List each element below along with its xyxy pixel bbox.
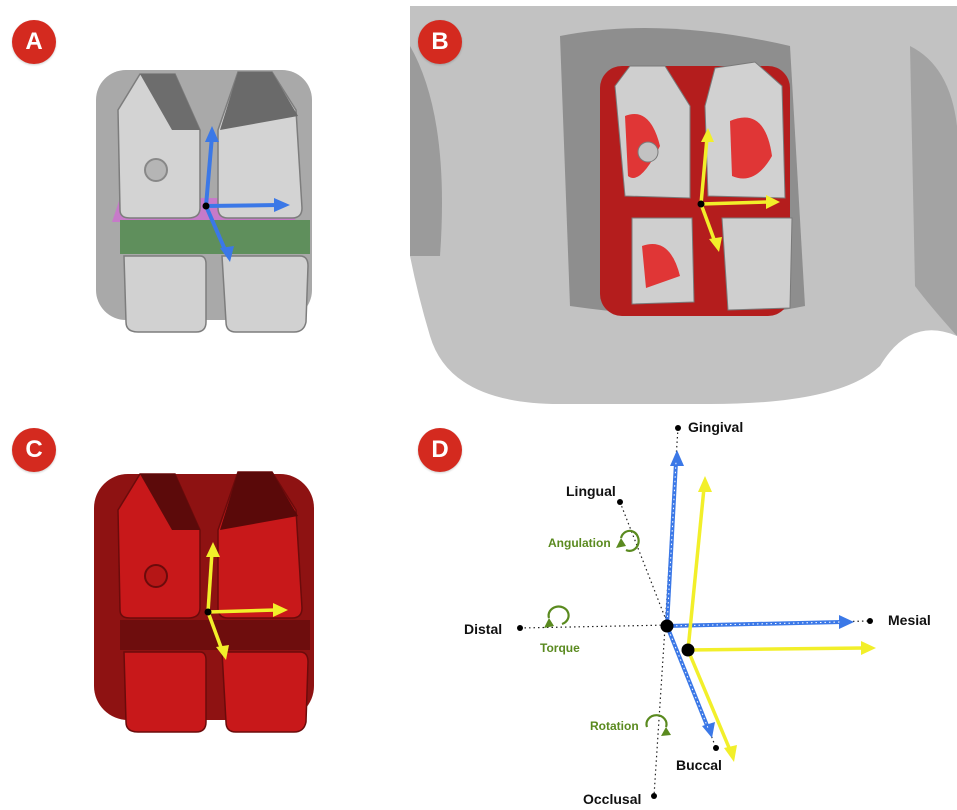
panel-badge-a: A [12,20,56,64]
hook-dimple [145,159,167,181]
torque-arc-icon [549,607,569,624]
arrowhead-icon [724,745,737,762]
dental-scan-model [410,6,957,406]
rotation-arc-icon [647,715,667,727]
label-distal: Distal [464,621,502,637]
endpoint-occlusal [651,793,657,799]
axis-diagram: Gingival Lingual Distal Mesial Buccal Oc… [440,410,957,805]
angulation-arc-icon [621,531,639,551]
arrowhead-icon [670,450,684,466]
bracket-model-red [60,460,350,750]
yellow-axis-buccal [688,650,730,750]
origin-point [205,609,212,616]
origin-point [698,201,705,208]
label-buccal: Buccal [676,757,722,773]
panel-badge-c: C [12,428,56,472]
label-gingival: Gingival [688,419,743,435]
arrowhead-icon [661,727,671,736]
hook-dimple [145,565,167,587]
origin-point [203,203,210,210]
arrowhead-icon [839,615,854,629]
origin-blue [661,620,674,633]
panel-badge-b: B [418,20,462,64]
label-mesial: Mesial [888,612,931,628]
origin-yellow [682,644,695,657]
endpoint-lingual [617,499,623,505]
endpoint-mesial [867,618,873,624]
yellow-axes [688,476,876,762]
rotation-arcs [549,531,667,727]
bracket-model-gray [60,60,350,360]
panel-a [60,60,350,360]
yellow-axis-mesial [688,648,864,650]
label-angulation: Angulation [548,536,611,550]
wing-lower-right [222,256,308,332]
wing-lower-left [124,256,206,332]
panel-b [410,6,957,406]
arrowhead-icon [616,538,626,548]
label-occlusal: Occlusal [583,791,641,805]
panel-d: Gingival Lingual Distal Mesial Buccal Oc… [440,410,957,805]
panel-c [60,460,350,750]
endpoint-gingival [675,425,681,431]
rotation-arrowheads [544,538,671,736]
arrowhead-icon [861,641,876,655]
wing-lower-left [124,652,206,732]
label-rotation: Rotation [590,719,639,733]
arrowhead-icon [702,722,715,738]
arrowhead-icon [698,476,712,492]
label-lingual: Lingual [566,483,616,499]
blue-axis-mesial [206,205,278,206]
yellow-axis-mesial [701,202,768,204]
panel-badge-d: D [418,428,462,472]
axis-endpoints [517,425,873,799]
label-torque: Torque [540,641,580,655]
scan-wing-lower-right [722,218,792,310]
yellow-axis-mesial [208,610,276,612]
endpoint-buccal [713,745,719,751]
wing-lower-right [222,652,308,732]
arrowhead-icon [544,618,554,628]
endpoint-distal [517,625,523,631]
hook-dimple [638,142,658,162]
